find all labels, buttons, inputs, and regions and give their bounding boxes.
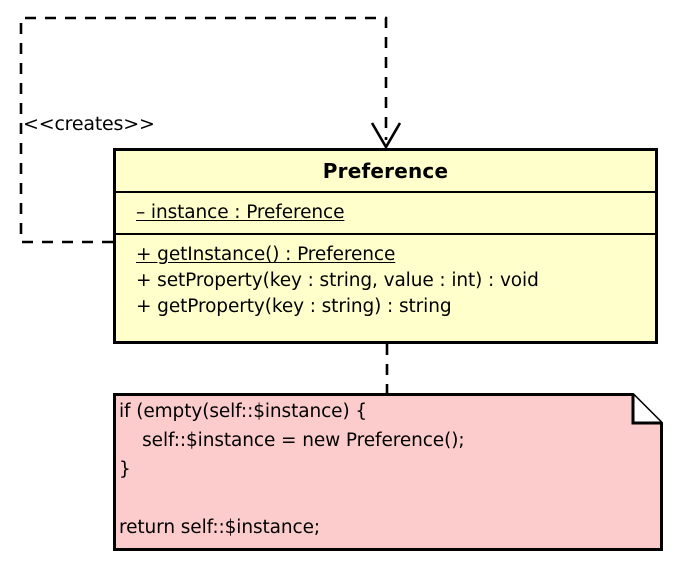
- note-fold-icon: [631, 394, 662, 425]
- note-text-body: if (empty(self::$instance) { self::$inst…: [119, 397, 655, 542]
- class-name-label: Preference: [322, 159, 449, 183]
- class-box-preference[interactable]: Preference – instance : Preference + get…: [113, 148, 658, 344]
- operation-row: + getProperty(key : string) : string: [136, 296, 452, 317]
- note-line: self::$instance = new Preference();: [119, 430, 465, 451]
- operations-compartment: + getInstance() : Preference + setProper…: [116, 235, 655, 341]
- note-shape: [113, 393, 663, 551]
- attribute-row: – instance : Preference: [136, 202, 345, 223]
- note-outline: [113, 393, 663, 551]
- operation-row: + getInstance() : Preference: [136, 244, 396, 265]
- note-line-blank: [119, 484, 655, 513]
- note-line: return self::$instance;: [119, 517, 321, 538]
- note-line: }: [119, 459, 131, 480]
- creates-stereotype-label: <<creates>>: [23, 113, 155, 135]
- attributes-compartment: – instance : Preference: [116, 193, 655, 233]
- compartment-divider-attributes: [116, 191, 655, 193]
- note-line: if (empty(self::$instance) {: [119, 401, 368, 422]
- creates-arrowhead-icon: [370, 122, 402, 150]
- class-name-compartment: Preference: [116, 151, 655, 191]
- operation-row: + setProperty(key : string, value : int)…: [136, 270, 539, 291]
- note-box[interactable]: if (empty(self::$instance) { self::$inst…: [113, 393, 663, 551]
- compartment-divider-operations: [116, 233, 655, 235]
